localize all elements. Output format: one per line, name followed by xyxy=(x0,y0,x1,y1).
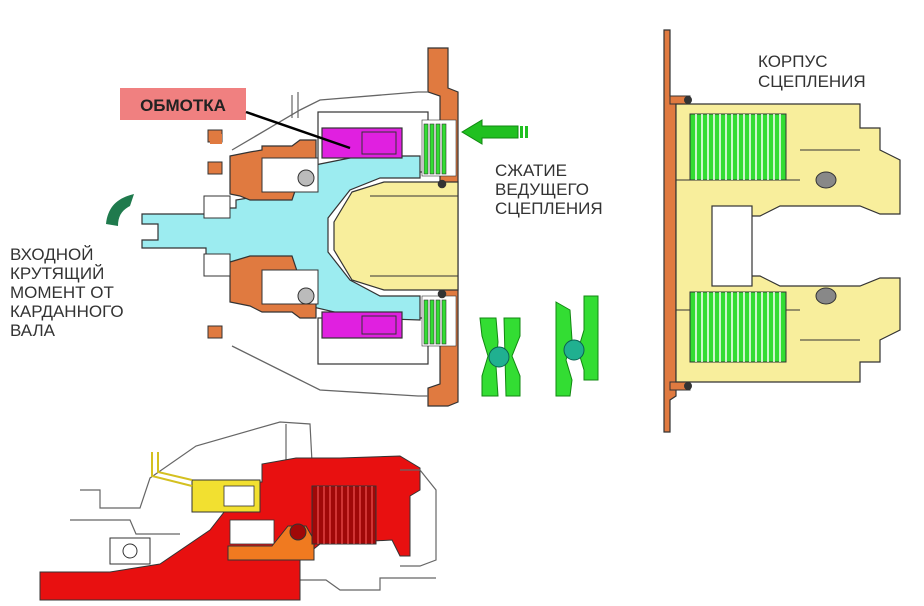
section-ball xyxy=(289,523,307,541)
ramp-ball xyxy=(488,346,510,368)
section-wire xyxy=(151,452,193,487)
housing-label-line1: КОРПУС xyxy=(758,52,828,71)
ball-ramp-diagram xyxy=(479,295,599,397)
seal-upper-2 xyxy=(207,161,223,175)
nut-lower xyxy=(203,253,231,277)
compress-label-line1: СЖАТИЕ xyxy=(495,161,567,180)
part-marker xyxy=(210,134,222,144)
winding-callout: ОБМОТКА xyxy=(120,88,351,150)
input-label-line5: ВАЛА xyxy=(10,321,56,340)
spline-cone xyxy=(333,181,459,291)
section-bearing-ball xyxy=(122,543,138,559)
wire xyxy=(291,92,299,118)
cross-section xyxy=(39,421,437,601)
arrow-left-icon xyxy=(461,119,528,145)
seal-lower xyxy=(207,325,223,339)
main-clutch-pack-top xyxy=(689,113,787,181)
compress-label-line2: ВЕДУЩЕГО xyxy=(495,180,589,199)
winding-label-bg xyxy=(120,88,246,120)
spline-lines xyxy=(370,195,458,277)
compress-label-line3: СЦЕПЛЕНИЯ xyxy=(495,199,603,218)
housing-label: КОРПУС СЦЕПЛЕНИЯ xyxy=(758,52,866,91)
housing-slot xyxy=(711,205,753,287)
winding-leader-line xyxy=(245,110,351,150)
winding-coil-top-inner xyxy=(361,131,397,155)
compression-label: СЖАТИЕ ВЕДУЩЕГО СЦЕПЛЕНИЯ xyxy=(495,161,603,218)
housing-outline-bottom xyxy=(231,345,428,397)
winding-coil-bottom-inner xyxy=(361,315,397,335)
input-label-line1: ВХОДНОЙ xyxy=(10,245,93,264)
clutch-housing-assembly xyxy=(663,29,901,433)
curved-arrow-icon xyxy=(106,194,134,226)
housing-flange xyxy=(663,29,677,433)
input-label-line4: КАРДАННОГО xyxy=(10,302,124,321)
main-clutch-pack-bottom xyxy=(689,291,787,363)
housing-ball xyxy=(815,287,837,305)
housing-ball xyxy=(815,171,837,189)
section-coil-detail xyxy=(223,485,255,507)
bearing-ball xyxy=(297,169,315,187)
section-right-detail xyxy=(400,469,437,567)
housing-bolt xyxy=(684,96,692,104)
pilot-clutch-bottom xyxy=(421,289,457,347)
coupling-assembly xyxy=(141,47,459,407)
ramp-left-2 xyxy=(503,317,521,397)
ramp-right-2 xyxy=(577,295,599,381)
nut-upper xyxy=(203,195,231,219)
housing-bolt xyxy=(684,382,692,390)
section-window xyxy=(229,519,275,545)
input-torque-label: ВХОДНОЙ КРУТЯЩИЙ МОМЕНТ ОТ КАРДАННОГО ВА… xyxy=(10,245,124,340)
input-label-line2: КРУТЯЩИЙ xyxy=(10,264,104,283)
bearing-ball xyxy=(297,287,315,305)
pilot-clutch-top xyxy=(421,119,457,189)
ramp-ball xyxy=(563,339,585,361)
input-label-line3: МОМЕНТ ОТ xyxy=(10,283,114,302)
winding-label: ОБМОТКА xyxy=(140,96,226,115)
housing-label-line2: СЦЕПЛЕНИЯ xyxy=(758,72,866,91)
section-base-outline xyxy=(70,519,436,591)
section-clutch-plates xyxy=(311,485,377,545)
